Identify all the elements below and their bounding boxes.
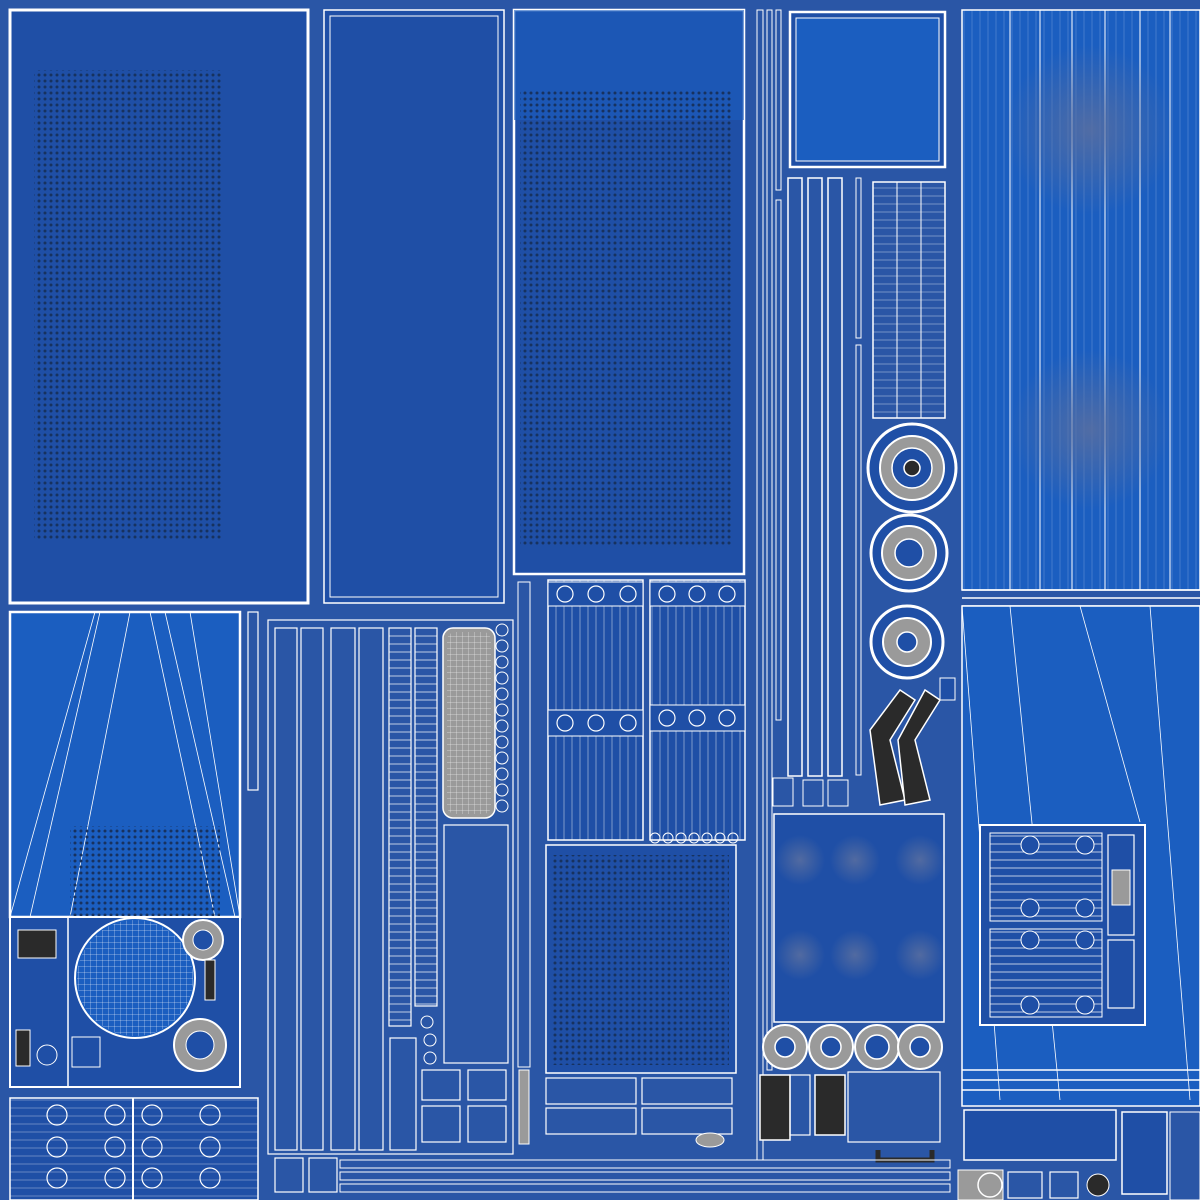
bottom-horizontal-strips (274, 1157, 951, 1193)
curved-duct-parts (869, 677, 956, 806)
hinge-fan-panels (547, 579, 746, 844)
bracket-parts (695, 1071, 941, 1163)
vertical-strips (756, 9, 862, 1161)
top-left-panel-island (8, 8, 310, 605)
small-rings-column (495, 623, 509, 813)
fan-rings (866, 422, 958, 680)
gasket-rings-row (762, 1024, 943, 1070)
perforated-panel-island (512, 8, 746, 576)
cooling-unit-top-island (8, 610, 242, 919)
lower-perforated-panel (517, 581, 737, 1145)
small-square-island (788, 10, 947, 169)
center-square-panel (772, 777, 945, 1023)
right-top-panel-island (961, 9, 1200, 607)
bottom-right-parts (957, 1109, 1200, 1200)
tall-panel-island (323, 9, 505, 604)
rail-strips-cluster (247, 611, 514, 1155)
slat-block (872, 181, 946, 419)
fan-grille-assembly (9, 916, 241, 1088)
right-cooling-unit-island (961, 605, 1200, 1107)
bottom-left-fan-strips (9, 1097, 259, 1200)
